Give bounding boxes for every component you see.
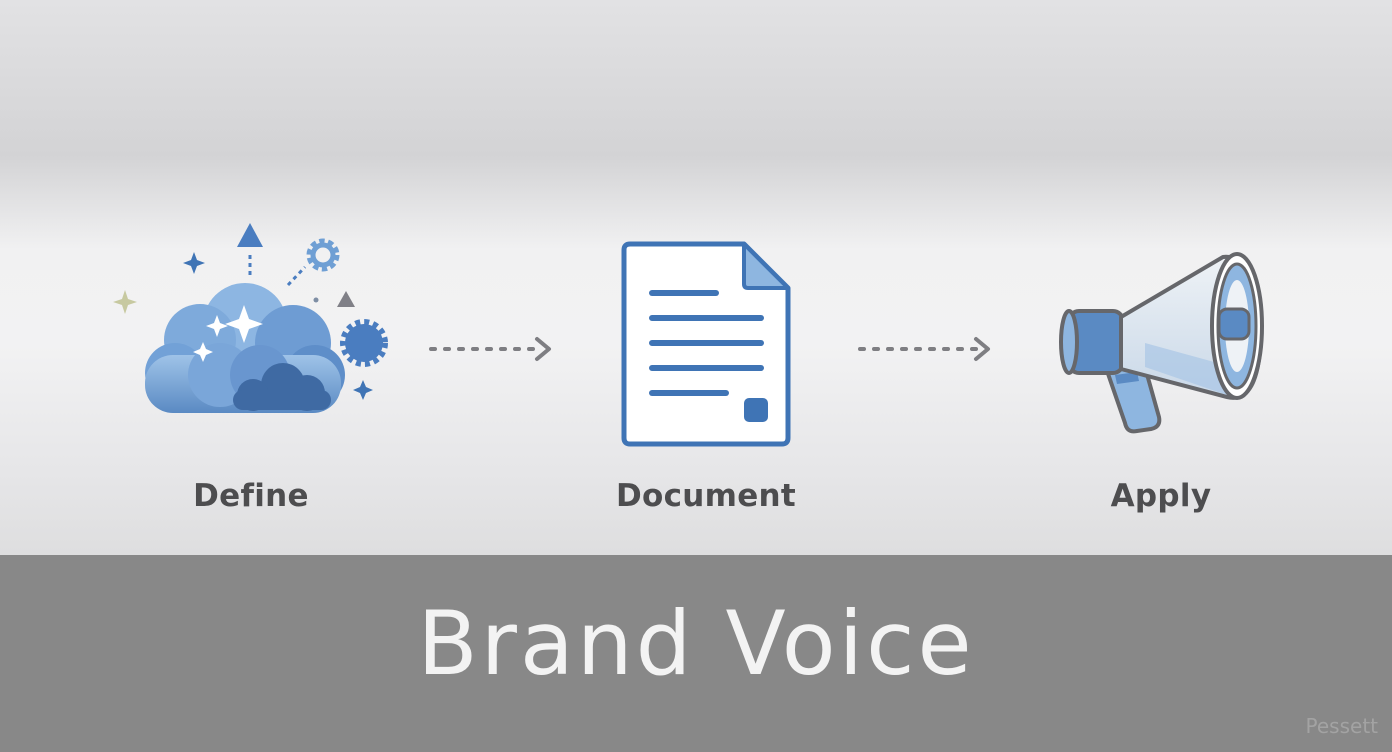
cloud-ideas-icon	[113, 223, 388, 413]
arrow-icon	[858, 337, 990, 361]
arrow-icon	[429, 337, 551, 361]
document-icon	[621, 241, 791, 447]
step-label-define: Define	[193, 478, 309, 514]
watermark: Pessett	[1305, 714, 1378, 738]
step-label-document: Document	[615, 478, 797, 514]
step-label-apply: Apply	[1110, 478, 1212, 514]
footer-band	[0, 555, 1392, 752]
megaphone-icon	[1059, 252, 1264, 434]
footer-title: Brand Voice	[417, 592, 975, 695]
